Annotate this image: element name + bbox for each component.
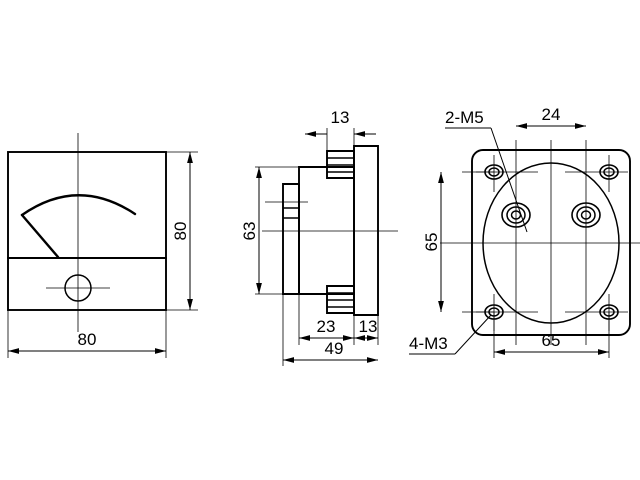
rear-width-dim-label: 65 [542, 331, 561, 350]
pivot-circle [64, 274, 92, 302]
front-view: 80 80 [7, 133, 198, 358]
terminal-spacing-dim-label: 24 [542, 105, 561, 124]
terminal-note-leader [490, 127, 528, 233]
side-height-dim-label: 63 [240, 222, 259, 241]
front-width-dim-label: 80 [78, 330, 97, 349]
rear-height-dim-label: 65 [422, 233, 441, 252]
front-view-body-outline [7, 151, 167, 311]
terminal-note-label: 2-M5 [445, 108, 484, 127]
side-view-upper-terminal [326, 150, 355, 179]
side-top13-dim-label: 13 [331, 108, 350, 127]
needle [20, 213, 60, 259]
front-height-dim-label: 80 [171, 222, 190, 241]
terminal-stud-left [501, 202, 531, 228]
side-body-depth-dim-label: 23 [317, 317, 336, 336]
rear-view: 2-M5 4-M3 24 65 65 [409, 105, 640, 358]
mounting-hole-top-right [599, 164, 619, 180]
terminal-stud-right [571, 202, 601, 228]
mounting-note-label: 4-M3 [409, 334, 448, 353]
mounting-note-leader [454, 314, 492, 355]
side-rear-depth-dim-label: 13 [359, 317, 378, 336]
side-view: 63 13 23 13 49 [240, 108, 398, 366]
scale-arc [20, 194, 137, 217]
side-total-depth-dim-label: 49 [325, 339, 344, 358]
